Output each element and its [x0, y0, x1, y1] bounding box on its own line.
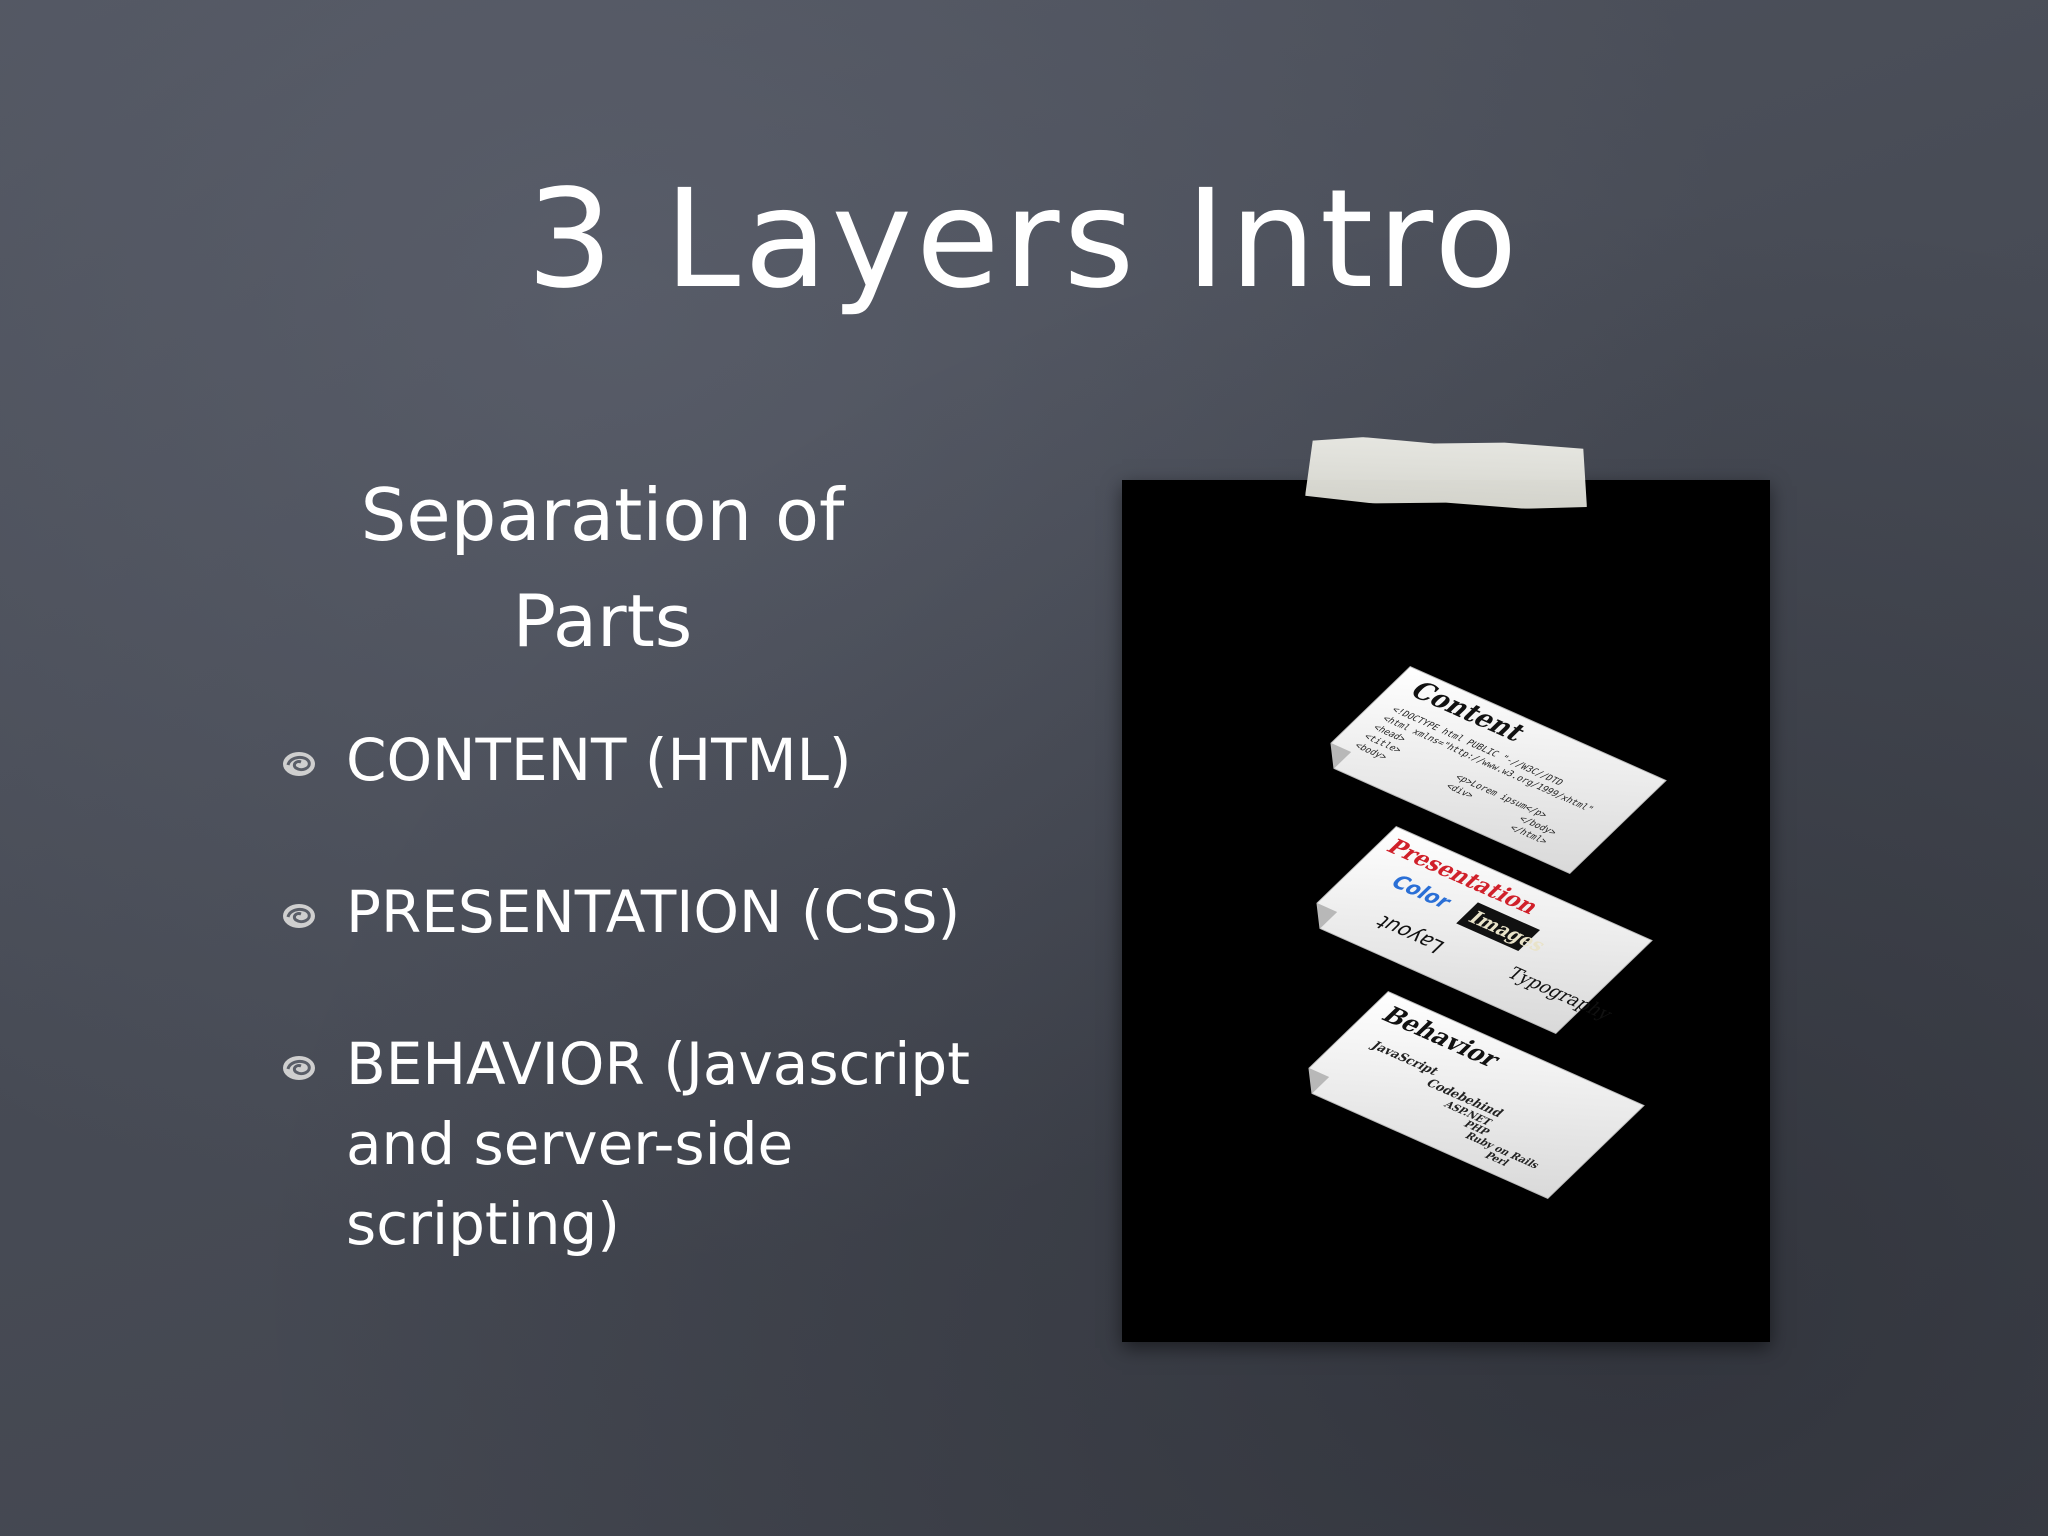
bullet-item-presentation: PRESENTATION (CSS): [280, 872, 1040, 952]
bullet-text: CONTENT (HTML): [346, 726, 852, 794]
slide-title: 3 Layers Intro: [526, 161, 1522, 319]
layer-cards-illustration: Content <!DOCTYPE html PUBLIC "-//W3C//D…: [1308, 666, 1667, 1199]
presentation-card: Presentation Color Images Typography Lay…: [1316, 826, 1653, 1034]
bullet-item-content: CONTENT (HTML): [280, 720, 1040, 800]
content-card: Content <!DOCTYPE html PUBLIC "-//W3C//D…: [1330, 666, 1667, 874]
bullet-text-line: BEHAVIOR (Javascript: [346, 1030, 970, 1098]
swirl-bullet-icon: [283, 752, 315, 776]
bullet-text-line: scripting): [346, 1190, 620, 1258]
three-layers-photo: Content <!DOCTYPE html PUBLIC "-//W3C//D…: [1122, 480, 1770, 1342]
swirl-bullet-icon: [283, 1056, 315, 1080]
slide-subtitle: Separation of Parts: [300, 462, 905, 674]
bullet-text-line: and server-side: [346, 1110, 794, 1178]
bullet-text: PRESENTATION (CSS): [346, 878, 961, 946]
subtitle-line-1: Separation of: [360, 473, 845, 557]
swirl-bullet-icon: [283, 904, 315, 928]
bullet-list: CONTENT (HTML) PRESENTATION (CSS) BEHAVI…: [280, 720, 1040, 1336]
subtitle-line-2: Parts: [512, 579, 693, 663]
bullet-item-behavior: BEHAVIOR (Javascript and server-side scr…: [280, 1024, 1040, 1264]
photo-tape: [1305, 435, 1589, 511]
behavior-card: Behavior JavaScript Codebehind ASP.NET P…: [1308, 991, 1645, 1199]
